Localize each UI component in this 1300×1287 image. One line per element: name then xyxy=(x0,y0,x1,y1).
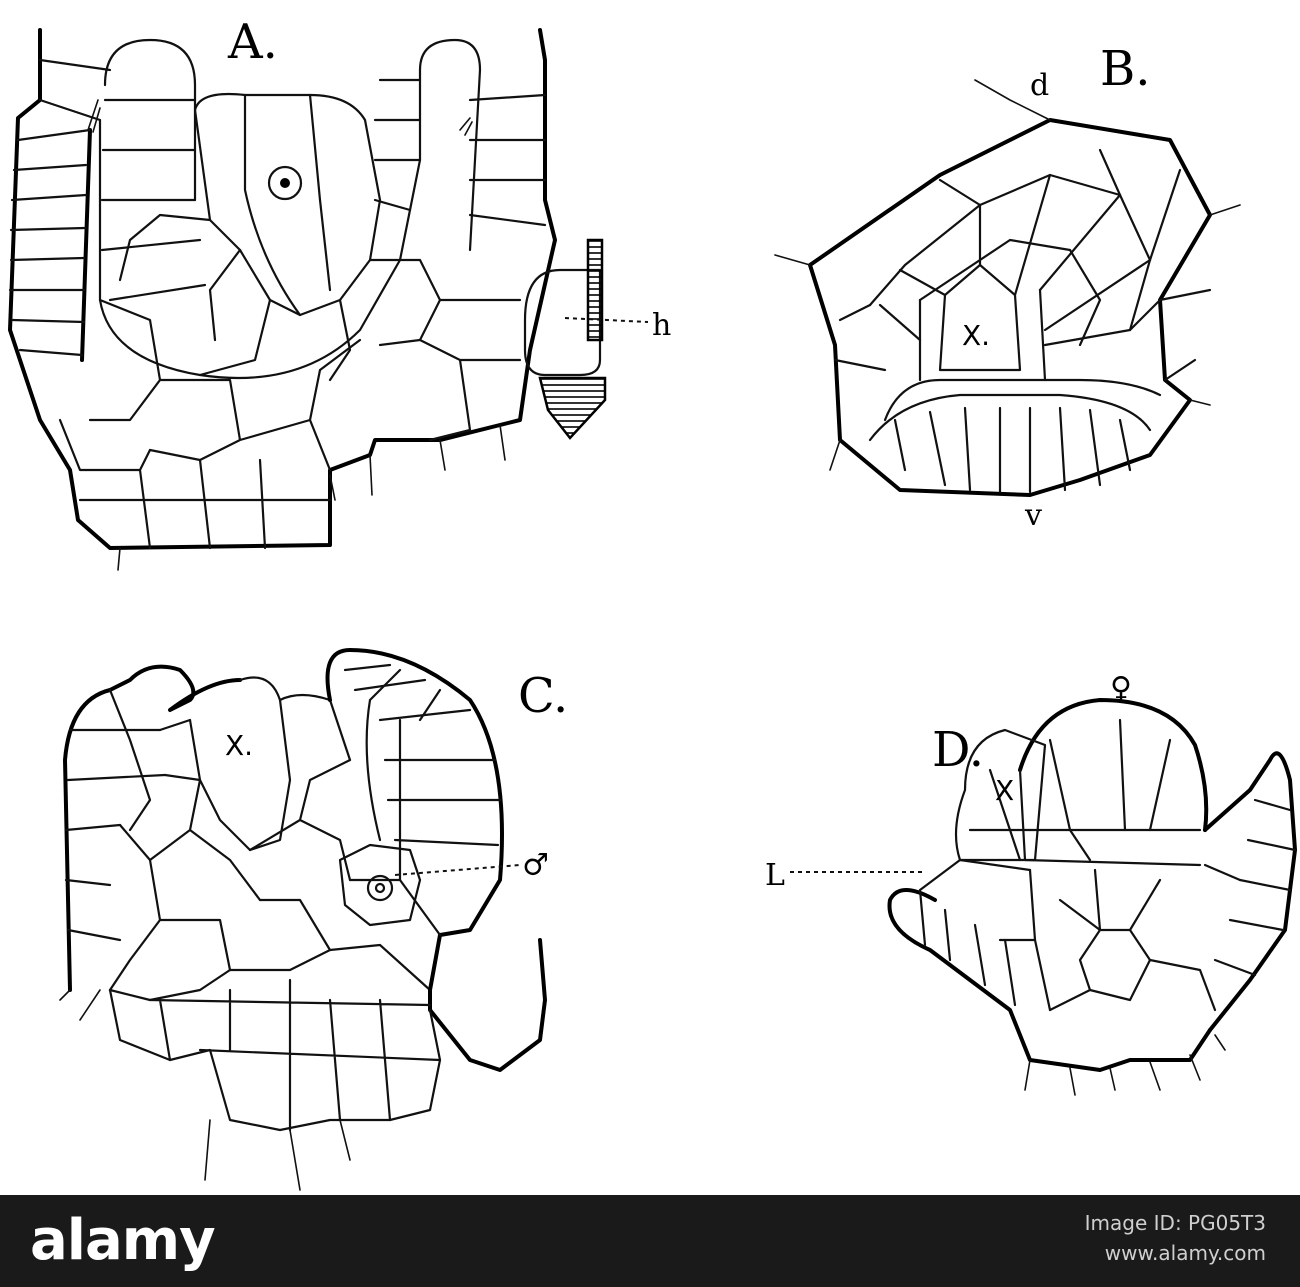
panel-c-label: C. xyxy=(518,668,568,724)
panel-b: B. d v X. xyxy=(774,41,1241,533)
botanical-figure: A. h B. d v X. xyxy=(8,14,1297,1191)
label-v: v xyxy=(1024,498,1042,533)
label-d: d xyxy=(1030,68,1049,103)
label-h: h xyxy=(652,308,671,343)
label-l: L xyxy=(765,858,785,893)
panel-a: A. h xyxy=(8,14,671,571)
female-symbol: ♀ xyxy=(1110,671,1132,706)
stock-url-text: www.alamy.com xyxy=(1104,1241,1266,1265)
panel-c: C. X. ♂ xyxy=(59,648,568,1191)
panel-d-apical-x: X xyxy=(995,774,1014,807)
watermark-banner: alamy Image ID: PG05T3 www.alamy.com xyxy=(0,1195,1300,1287)
image-id-text: Image ID: PG05T3 xyxy=(1084,1211,1266,1235)
panel-b-apical-x: X. xyxy=(962,319,990,352)
panel-d-label: D. xyxy=(932,722,984,778)
panel-d: D. X ♀ L xyxy=(765,671,1297,1096)
panel-c-apical-x: X. xyxy=(225,729,253,762)
panel-a-label: A. xyxy=(227,14,278,70)
apical-nucleus xyxy=(280,178,290,188)
panel-b-label: B. xyxy=(1100,41,1151,97)
panel-a-left-cells xyxy=(8,58,112,357)
brand-logo: alamy xyxy=(30,1208,216,1273)
cell-diagram: A. h B. d v X. xyxy=(8,14,1297,1191)
male-symbol: ♂ xyxy=(522,848,549,883)
